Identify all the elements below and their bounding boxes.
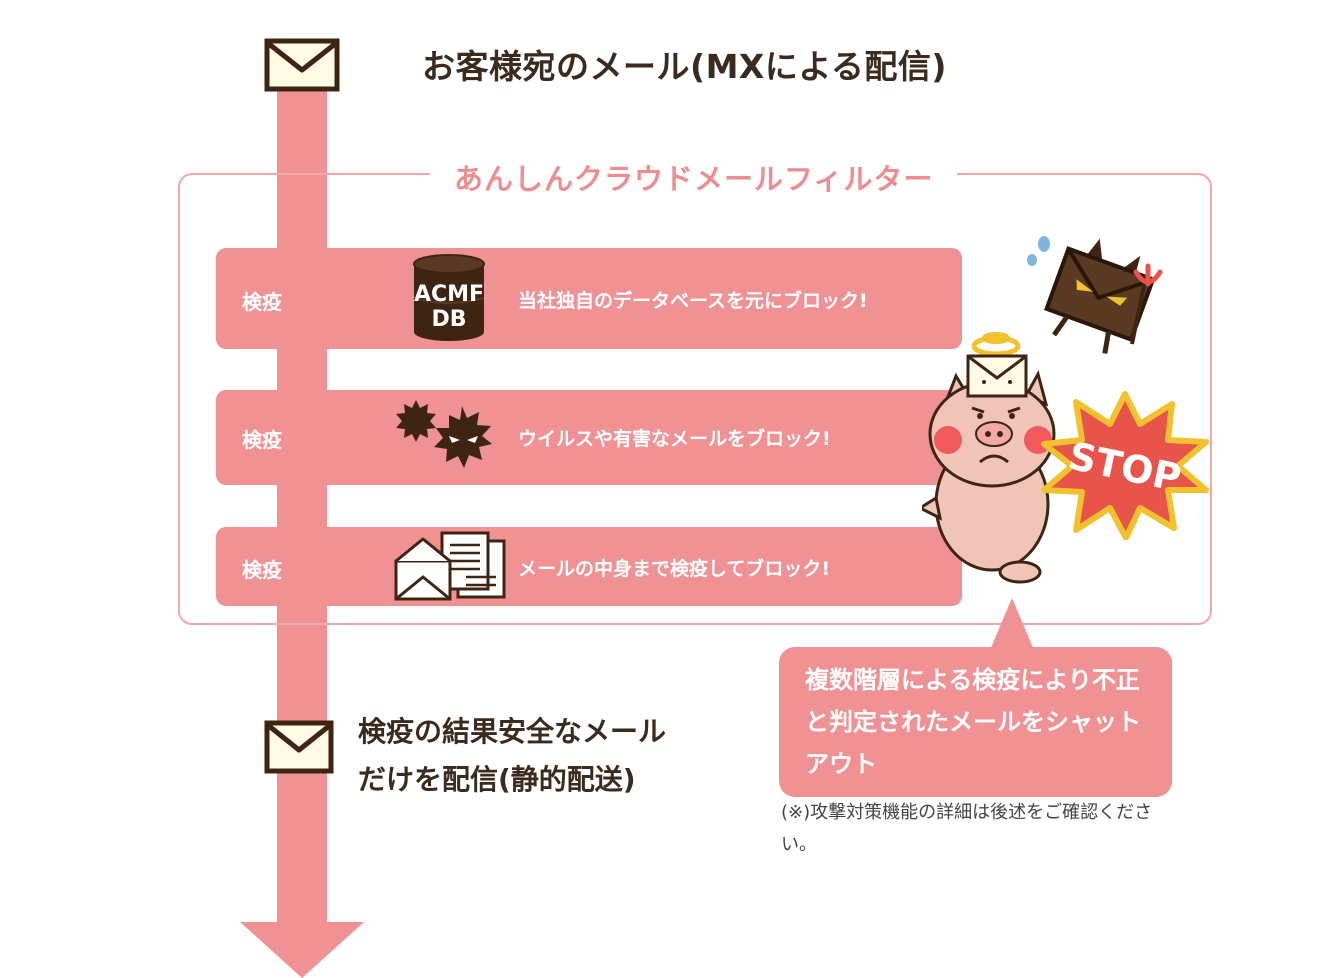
quarantine-row-database: 検疫 ACMF DB 当社独自のデータベースを元にブロック! xyxy=(216,248,962,349)
callout-bubble: 複数階層による検疫により不正と判定されたメールをシャットアウト xyxy=(779,647,1172,797)
db-label-bottom: DB xyxy=(431,307,466,332)
row-text: メールの中身まで検疫してブロック! xyxy=(518,558,831,580)
callout-tail xyxy=(990,598,1034,650)
database-icon: ACMF DB xyxy=(413,254,485,341)
delivered-mail-icon xyxy=(264,720,334,774)
quarantine-row-content: 検疫 メールの中身まで検疫してブロック! xyxy=(216,527,962,606)
result-line-2: だけを配信(静的配送) xyxy=(358,763,636,796)
mail-document-icon xyxy=(394,531,506,601)
page-title: お客様宛のメール(MXによる配信) xyxy=(422,47,947,86)
callout-text: 複数階層による検疫により不正と判定されたメールをシャットアウト xyxy=(805,666,1141,778)
quarantine-row-virus: 検疫 ウイルスや有害なメールをブロック! xyxy=(216,390,962,485)
footnote: (※)攻撃対策機能の詳細は後述をご確認ください。 xyxy=(781,802,1153,855)
devil-mail-icon xyxy=(1027,236,1163,354)
flow-arrow-head xyxy=(240,922,364,978)
filter-title: あんしんクラウドメールフィルター xyxy=(430,156,958,198)
row-text: 当社独自のデータベースを元にブロック! xyxy=(518,290,868,312)
row-label: 検疫 xyxy=(242,428,282,452)
flow-arrow-shaft xyxy=(277,88,327,928)
virus-icon xyxy=(396,400,492,468)
row-label: 検疫 xyxy=(242,290,282,314)
result-text: 検疫の結果安全なメール だけを配信(静的配送) xyxy=(358,708,666,804)
pig-guard-character xyxy=(922,332,1056,584)
stop-sign-icon: STOP xyxy=(1041,391,1209,540)
row-label: 検疫 xyxy=(242,558,282,582)
incoming-mail-icon xyxy=(264,38,340,92)
row-text: ウイルスや有害なメールをブロック! xyxy=(518,428,831,450)
db-label-top: ACMF xyxy=(414,282,484,307)
result-line-1: 検疫の結果安全なメール xyxy=(358,715,667,748)
